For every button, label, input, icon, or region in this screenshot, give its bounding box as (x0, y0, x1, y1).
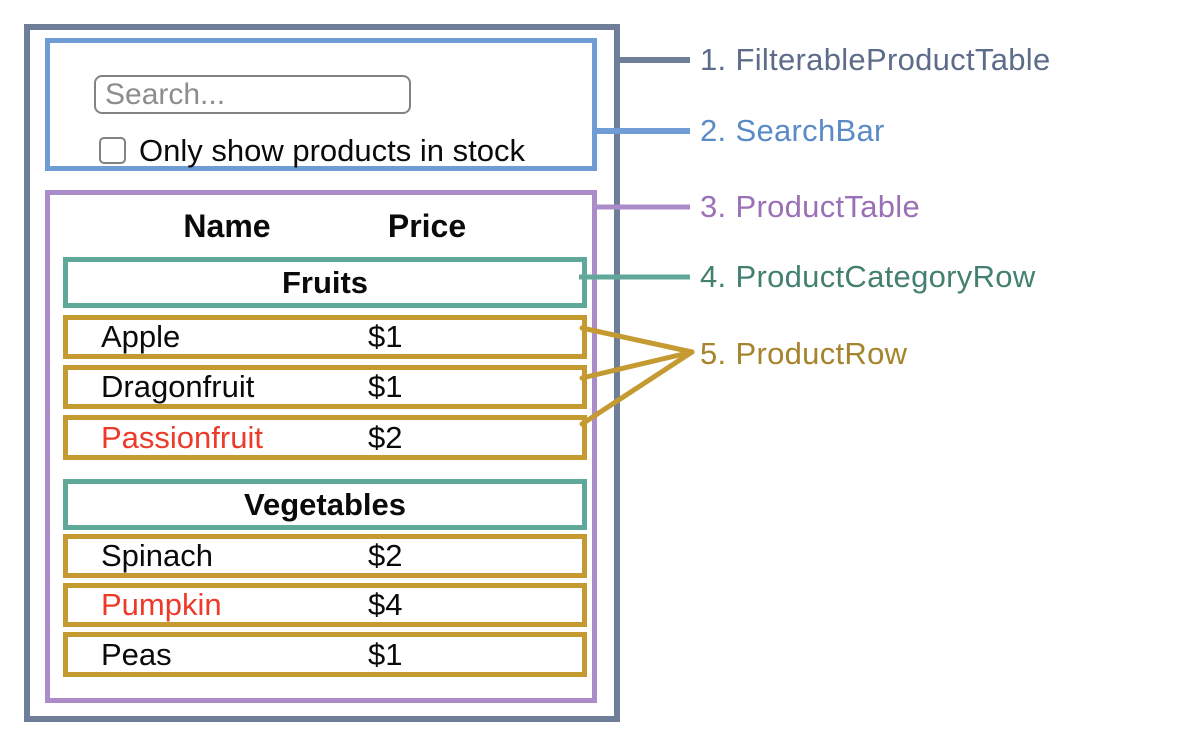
product-name: Spinach (101, 538, 214, 573)
product-name: Dragonfruit (101, 369, 255, 404)
column-header-price: Price (387, 208, 467, 244)
product-name: Peas (101, 636, 172, 672)
product-price: $2 (368, 538, 403, 573)
product-row: Peas $1 (63, 632, 587, 677)
label-component-name: ProductTable (735, 189, 921, 224)
product-row: Pumpkin $4 (63, 583, 587, 627)
category-label: Fruits (281, 264, 369, 300)
in-stock-filter-row: Only show products in stock (99, 135, 525, 166)
product-price: $1 (368, 319, 403, 354)
search-bar-box: Only show products in stock (45, 38, 597, 171)
label-number: 2. (700, 113, 727, 148)
product-price: $4 (368, 587, 403, 622)
product-name: Passionfruit (101, 419, 263, 455)
hierarchy-label-productcategoryrow: 4.ProductCategoryRow (700, 258, 1036, 296)
hierarchy-label-filterableproducttable: 1.FilterableProductTable (700, 41, 1051, 79)
product-price: $1 (368, 636, 403, 672)
product-category-row: Fruits (63, 257, 587, 308)
in-stock-checkbox[interactable] (99, 137, 126, 164)
in-stock-checkbox-label: Only show products in stock (139, 133, 525, 168)
label-component-name: ProductCategoryRow (735, 259, 1036, 294)
label-component-name: FilterableProductTable (735, 42, 1051, 77)
product-name: Pumpkin (101, 587, 222, 622)
product-price: $1 (368, 369, 403, 404)
product-price: $2 (368, 419, 403, 455)
label-component-name: ProductRow (735, 336, 908, 371)
product-category-row: Vegetables (63, 479, 587, 530)
category-label: Vegetables (244, 486, 406, 522)
hierarchy-label-searchbar: 2.SearchBar (700, 112, 885, 150)
label-number: 4. (700, 259, 727, 294)
label-number: 1. (700, 42, 727, 77)
product-row: Passionfruit $2 (63, 415, 587, 460)
label-number: 5. (700, 336, 727, 371)
product-row: Apple $1 (63, 315, 587, 359)
search-input[interactable] (94, 75, 411, 114)
product-row: Dragonfruit $1 (63, 365, 587, 409)
column-header-name: Name (183, 208, 271, 244)
hierarchy-label-producttable: 3.ProductTable (700, 188, 920, 226)
product-name: Apple (101, 319, 181, 354)
label-component-name: SearchBar (735, 113, 885, 148)
hierarchy-label-productrow: 5.ProductRow (700, 335, 907, 373)
product-row: Spinach $2 (63, 534, 587, 578)
label-number: 3. (700, 189, 727, 224)
